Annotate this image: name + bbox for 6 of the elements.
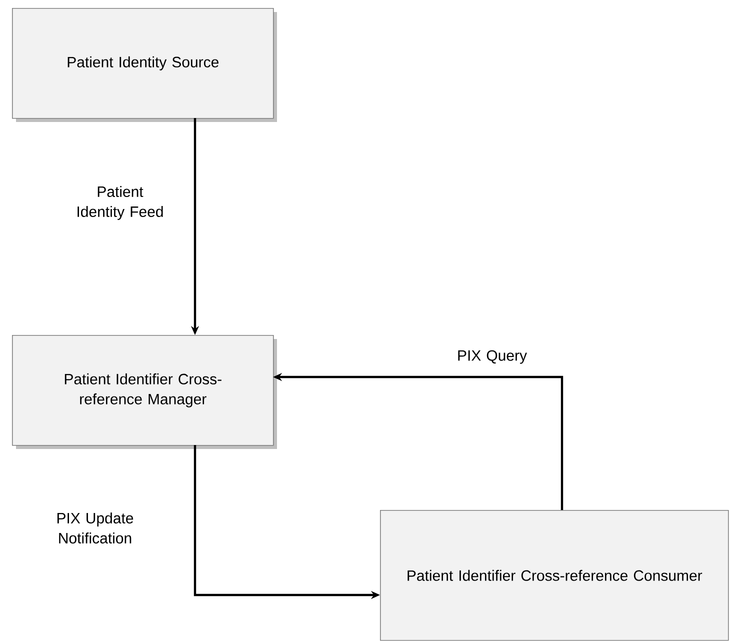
process-box: Patient Identity Source xyxy=(12,8,274,119)
edge-label: PIX Query xyxy=(458,350,527,364)
process-box: Patient Identifier Cross-reference Manager xyxy=(12,335,274,446)
edge-label: PIX Update Notification xyxy=(57,512,134,544)
process-box: Patient Identifier Cross-reference Consumer xyxy=(380,510,729,641)
edge-label: Patient Identity Feed xyxy=(78,186,163,220)
